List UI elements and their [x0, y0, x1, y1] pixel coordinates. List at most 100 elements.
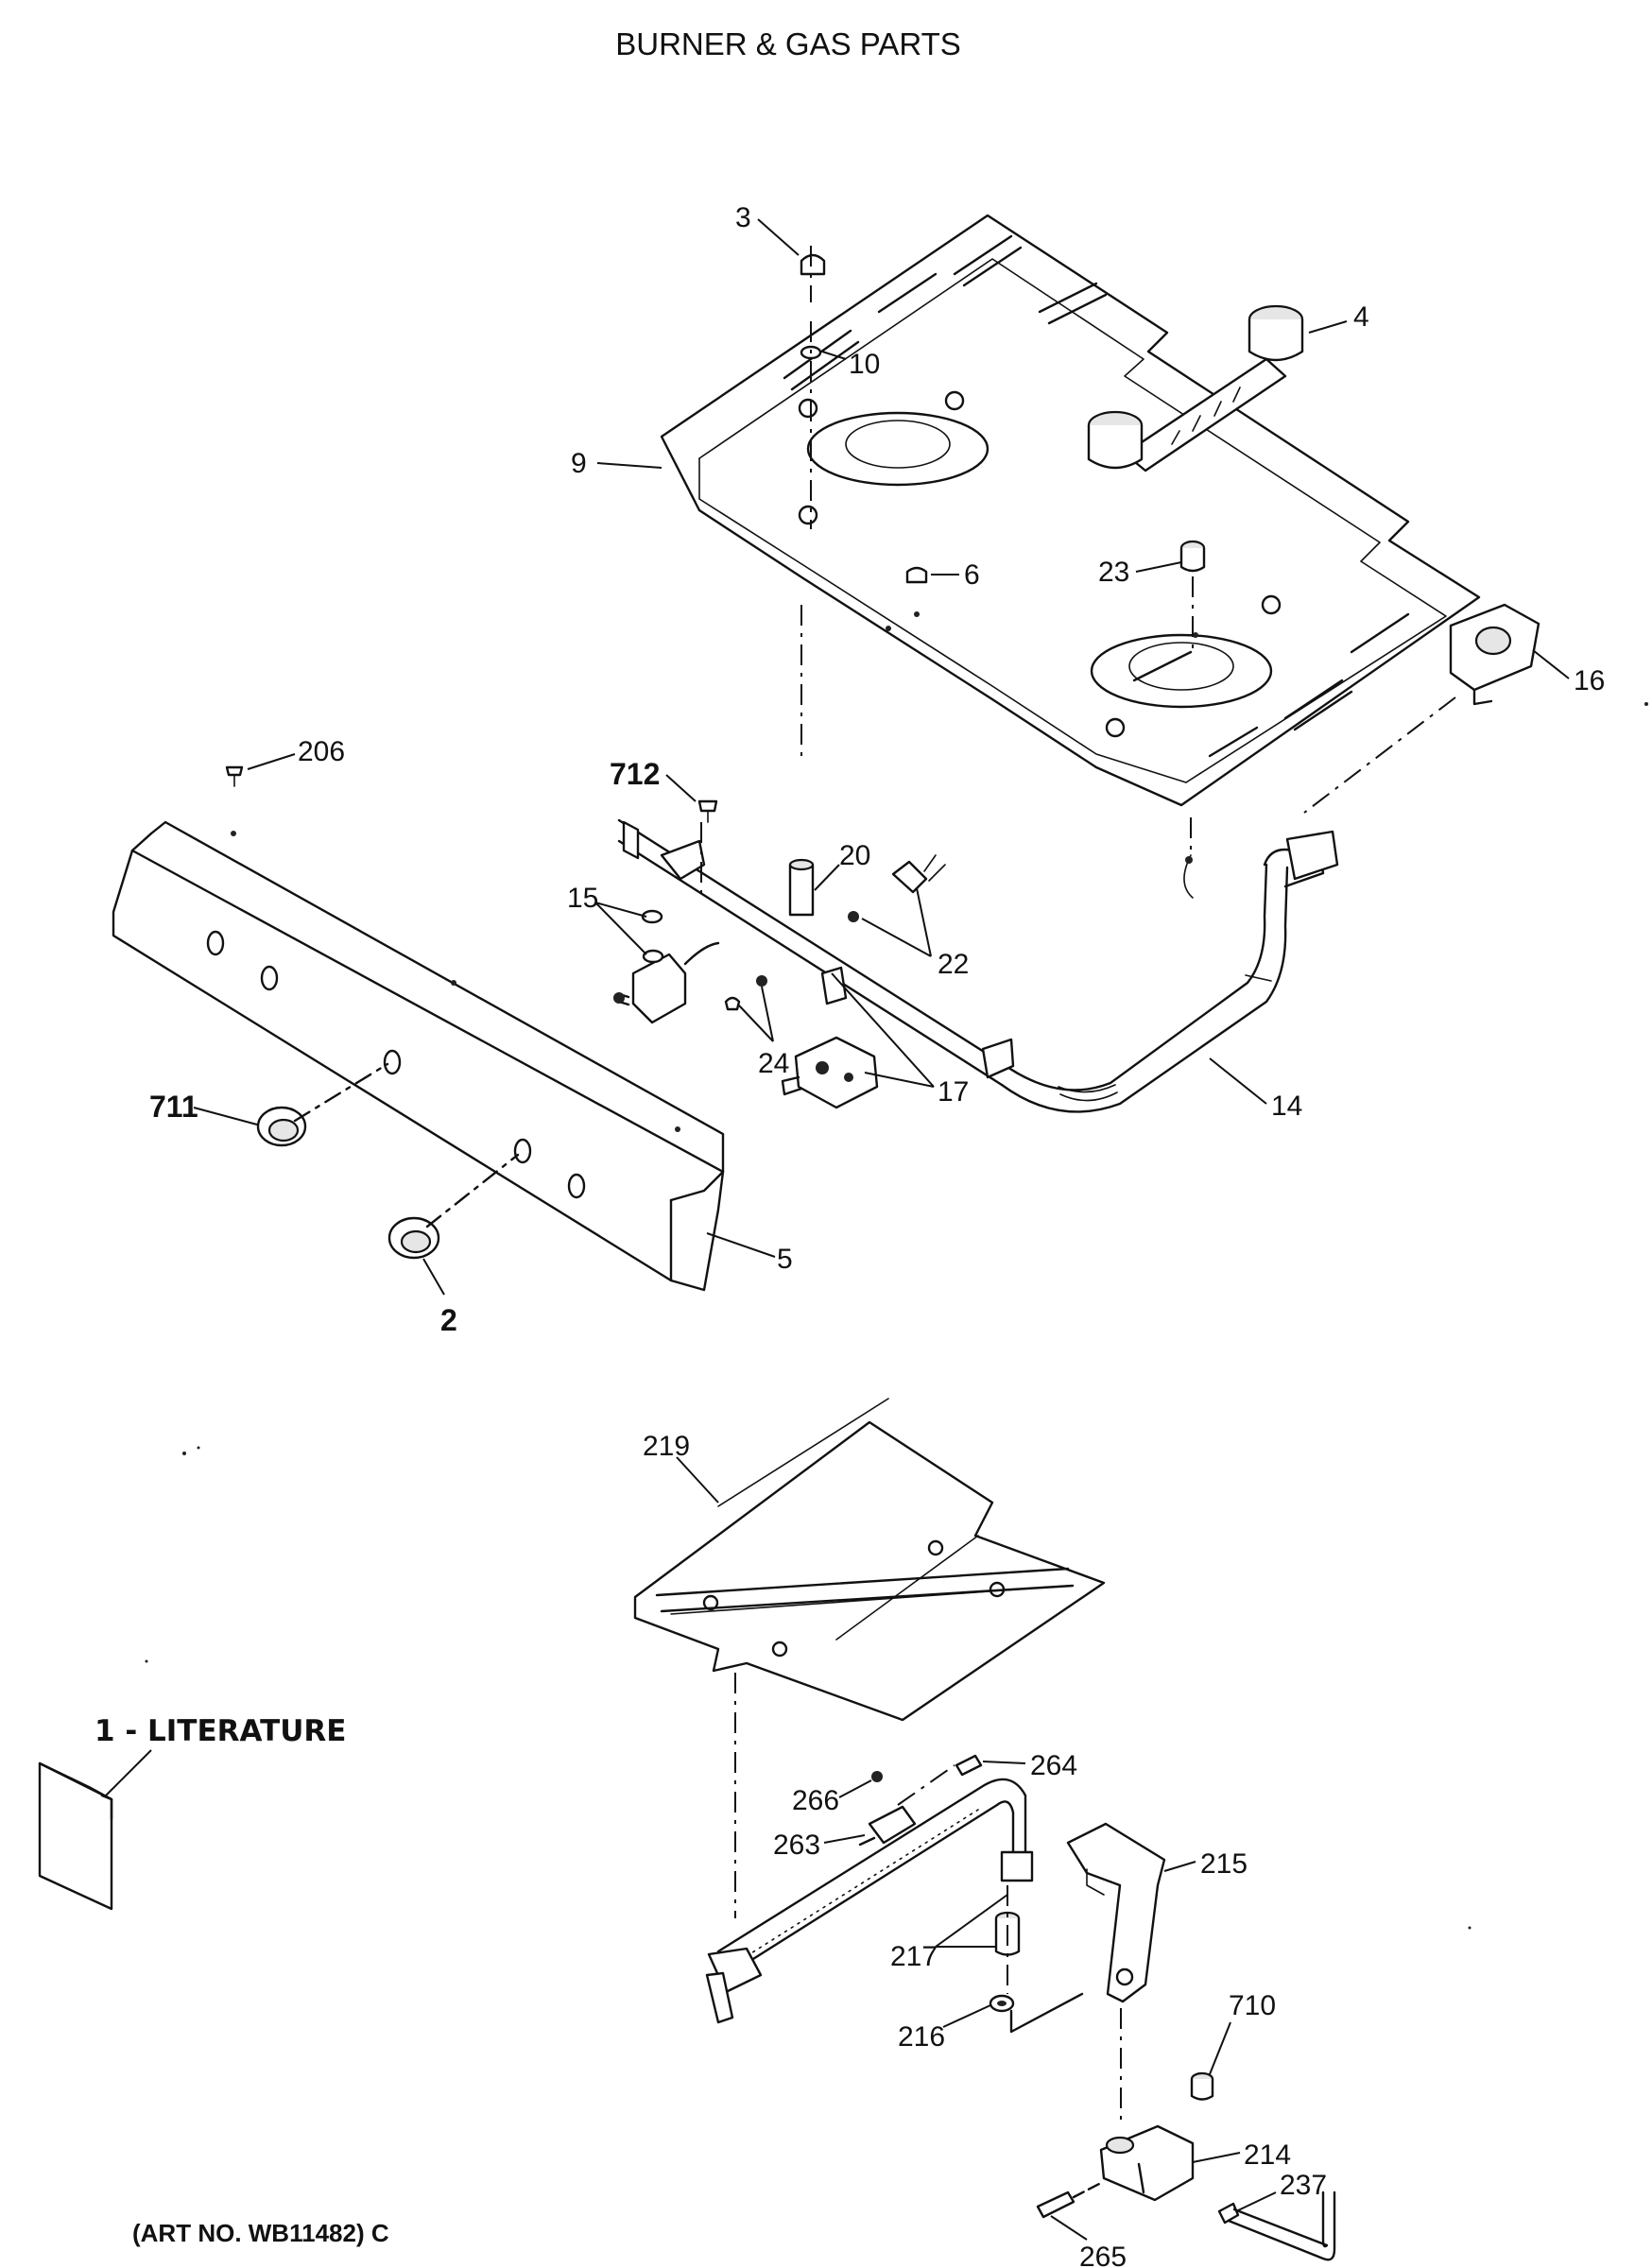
centerline-264	[897, 1764, 955, 1806]
valve-15	[613, 909, 720, 1024]
diagram-title: BURNER & GAS PARTS	[615, 26, 961, 61]
leader-24b	[761, 986, 774, 1042]
leader-4	[1308, 320, 1348, 334]
leader-14	[1209, 1057, 1267, 1105]
callout-216: 216	[898, 2021, 945, 2053]
cap-710	[1190, 2071, 1214, 2101]
orifice-22	[848, 854, 946, 922]
knob-711	[256, 1062, 389, 1147]
callout-23: 23	[1098, 557, 1129, 588]
leader-20	[814, 864, 840, 891]
valve-17	[781, 1036, 879, 1109]
callout-10: 10	[849, 349, 880, 380]
callout-712: 712	[610, 757, 660, 791]
leader-5	[706, 1232, 776, 1258]
print-speck	[1644, 702, 1648, 706]
leader-214	[1192, 2152, 1241, 2163]
leader-15a	[594, 902, 647, 918]
burner-baffle-219	[633, 1398, 1106, 1722]
knob-2	[387, 1153, 520, 1260]
callout-2: 2	[440, 1303, 457, 1337]
safety-valve-214	[1099, 2124, 1195, 2202]
callout-264: 264	[1030, 1750, 1077, 1781]
leader-3	[757, 218, 800, 256]
leader-264	[982, 1761, 1026, 1764]
callout-4: 4	[1353, 301, 1369, 333]
callout-214: 214	[1244, 2139, 1291, 2171]
callout-16: 16	[1574, 665, 1605, 696]
leader-265	[1050, 2215, 1088, 2241]
leader-literature	[105, 1749, 152, 1796]
leader-15b	[594, 902, 647, 955]
callout-710: 710	[1229, 1990, 1276, 2021]
centerline-16	[1303, 696, 1456, 814]
leader-712	[665, 774, 697, 802]
callout-9: 9	[571, 448, 587, 479]
bracket-215	[1066, 1822, 1166, 2003]
callout-237: 237	[1280, 2170, 1327, 2201]
leader-23	[1135, 561, 1182, 573]
cap-23	[1179, 540, 1206, 573]
leader-17b	[864, 1072, 935, 1088]
pipe-stub-20	[788, 858, 815, 917]
spark-module-4	[1087, 304, 1304, 472]
leader-711	[193, 1107, 258, 1125]
leader-216-bracket	[1009, 1992, 1084, 2034]
leader-9	[596, 462, 663, 469]
tube-237	[1217, 2191, 1336, 2261]
callout-14: 14	[1271, 1091, 1302, 1122]
callout-24: 24	[758, 1048, 789, 1079]
screw-206	[225, 765, 244, 787]
callout-6: 6	[964, 559, 980, 591]
leader-10	[821, 351, 847, 360]
callout-15: 15	[567, 883, 598, 914]
print-speck	[182, 1452, 186, 1455]
leader-219	[676, 1456, 719, 1503]
leader-22a	[861, 918, 932, 957]
callout-17: 17	[938, 1076, 969, 1108]
callout-263: 263	[773, 1830, 820, 1861]
leader-266	[838, 1779, 872, 1798]
callout-219: 219	[643, 1431, 690, 1462]
leader-2	[422, 1258, 445, 1296]
leader-237	[1235, 2191, 1277, 2212]
callout-265: 265	[1079, 2242, 1127, 2268]
control-panel-5	[112, 820, 725, 1292]
print-speck	[1468, 1926, 1471, 1930]
leader-216	[942, 2004, 991, 2028]
burner-box-pan	[660, 214, 1481, 807]
leader-710	[1209, 2021, 1231, 2075]
screw-6	[905, 566, 928, 584]
leader-24a	[738, 1005, 774, 1042]
print-speck	[197, 1446, 200, 1450]
callout-266: 266	[792, 1785, 839, 1816]
igniter-263	[858, 1805, 917, 1847]
callout-711: 711	[149, 1090, 198, 1124]
screw-712	[697, 799, 718, 823]
electrode-264	[955, 1754, 983, 1777]
callout-206: 206	[298, 736, 345, 767]
screw-266	[871, 1771, 883, 1782]
callout-5: 5	[777, 1244, 793, 1275]
leader-16	[1532, 649, 1570, 679]
screw-3	[800, 253, 826, 276]
leader-17a	[831, 972, 935, 1088]
literature-envelope	[38, 1761, 113, 1911]
oven-burner	[705, 1778, 1034, 2024]
screw-24	[724, 975, 767, 1011]
fitting-265	[1036, 2181, 1103, 2219]
literature-label: 1 - LITERATURE	[95, 1714, 346, 1748]
manifold-bracket	[622, 820, 1015, 1079]
leader-206	[247, 753, 296, 770]
callout-215: 215	[1200, 1848, 1248, 1880]
leader-263	[823, 1834, 866, 1844]
leader-217a	[935, 1894, 1008, 1948]
leader-22b	[916, 887, 932, 957]
leader-215	[1163, 1861, 1196, 1872]
art-number: (ART NO. WB11482) C	[132, 2219, 389, 2247]
callout-20: 20	[839, 840, 870, 871]
manifold-tube-14	[617, 818, 1339, 1113]
nut-216	[989, 1994, 1015, 2013]
